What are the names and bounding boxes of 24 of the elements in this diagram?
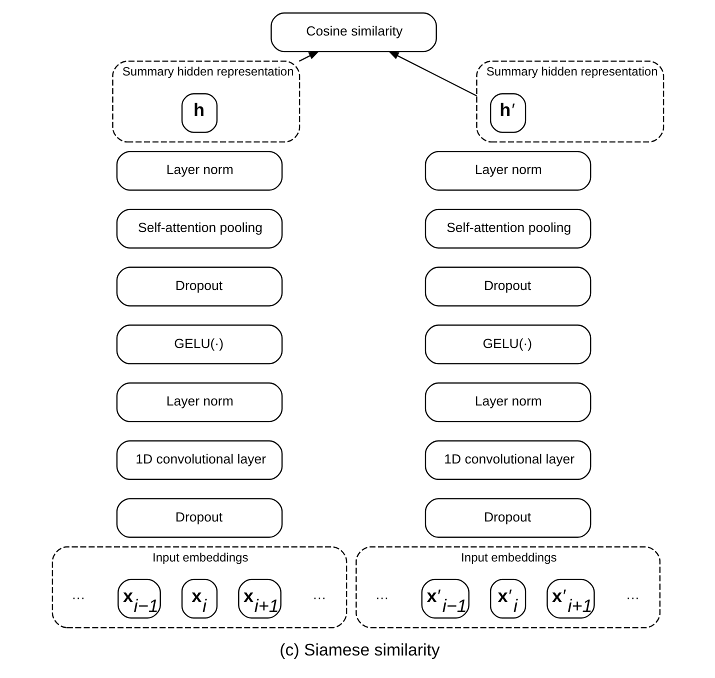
node-box: h bbox=[180, 93, 218, 133]
node-box: Layer norm bbox=[116, 150, 282, 191]
label: ··· bbox=[71, 590, 84, 606]
node-box: Layer norm bbox=[424, 150, 591, 191]
node-box: Dropout bbox=[116, 498, 282, 538]
label: ··· bbox=[626, 590, 639, 606]
node-box: Self-attention pooling bbox=[116, 208, 282, 249]
node-box: Layer norm bbox=[116, 382, 282, 422]
node-box: Layer norm bbox=[424, 382, 591, 422]
node-box: 1D convolutional layer bbox=[424, 440, 591, 480]
label: ··· bbox=[312, 590, 326, 606]
arrow bbox=[388, 50, 476, 96]
node-box: h′ bbox=[489, 93, 526, 133]
node-box: 1D convolutional layer bbox=[116, 440, 282, 480]
caption: (c) Siamese similarity bbox=[279, 640, 440, 660]
node-box: GELU(·) bbox=[116, 324, 282, 364]
node-box: Cosine similarity bbox=[270, 12, 436, 52]
node-box: Dropout bbox=[116, 266, 282, 306]
node-box: Dropout bbox=[424, 498, 591, 538]
node-box: Dropout bbox=[424, 266, 591, 306]
node-box: Self-attention pooling bbox=[424, 208, 591, 249]
label: ··· bbox=[374, 590, 388, 606]
node-box: GELU(·) bbox=[424, 324, 591, 364]
arrow bbox=[298, 50, 320, 62]
